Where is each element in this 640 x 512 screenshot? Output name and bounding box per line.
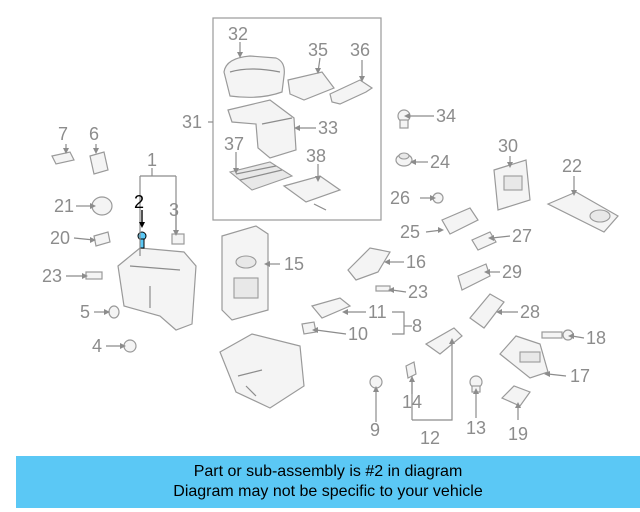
part-12-bracket: [424, 327, 463, 355]
part-1-console-body: [117, 247, 197, 331]
part-6-pad: [89, 151, 109, 175]
callout-28: 28: [520, 302, 540, 322]
callout-19: 19: [508, 424, 528, 444]
part-17-bracket: [499, 335, 549, 379]
part-32-armrest-lid: [223, 55, 285, 98]
callout-21: 21: [54, 196, 74, 216]
callout-labels: 1 2 3 4 5 6 7 8 9 10 11 12 13 14 15 16 1…: [42, 24, 606, 448]
part-24-grommet: [395, 152, 413, 167]
parts-diagram: 1 2 3 4 5 6 7 8 9 10 11 12 13 14 15 16 1…: [42, 17, 619, 448]
callout-9: 9: [370, 420, 380, 440]
part-3-clip: [171, 233, 185, 245]
part-37-tray: [228, 161, 294, 191]
part-34-clip: [397, 109, 411, 129]
callout-36: 36: [350, 40, 370, 60]
callout-16: 16: [406, 252, 426, 272]
callout-17: 17: [570, 366, 590, 386]
callout-26: 26: [390, 188, 410, 208]
subassembly-box-31: [212, 17, 382, 221]
callout-25: 25: [400, 222, 420, 242]
part-29-plate: [457, 263, 491, 291]
part-5-washer: [108, 305, 120, 319]
part-19-plate: [500, 385, 531, 407]
callout-32: 32: [228, 24, 248, 44]
callout-23a: 23: [42, 266, 62, 286]
part-caption-banner: Part or sub-assembly is #2 in diagram Di…: [16, 456, 640, 508]
callout-20: 20: [50, 228, 70, 248]
callout-6: 6: [89, 124, 99, 144]
part-8-console: [219, 333, 305, 409]
callout-24: 24: [430, 152, 450, 172]
callout-7: 7: [58, 124, 68, 144]
callout-11: 11: [368, 302, 387, 322]
callout-38: 38: [306, 146, 326, 166]
callout-30: 30: [498, 136, 518, 156]
callout-2-highlighted[interactable]: 2: [134, 192, 144, 212]
callout-35: 35: [308, 40, 328, 60]
part-20-clip: [93, 231, 111, 247]
part-22-tray: [546, 191, 619, 233]
caption-line-1: Part or sub-assembly is #2 in diagram: [193, 463, 463, 480]
callout-8: 8: [412, 316, 422, 336]
callout-33: 33: [318, 118, 338, 138]
callout-31: 31: [182, 112, 202, 132]
callout-14: 14: [402, 392, 422, 412]
part-15-bezel: [221, 225, 269, 321]
callout-15: 15: [284, 254, 304, 274]
callout-23b: 23: [408, 282, 428, 302]
callout-4: 4: [92, 336, 102, 356]
callout-34: 34: [436, 106, 456, 126]
callout-22: 22: [562, 156, 582, 176]
part-7-pad: [51, 151, 75, 165]
part-28-plate: [469, 293, 505, 329]
callout-10: 10: [348, 324, 368, 344]
part-14-clip: [405, 361, 417, 379]
part-36-latch: [329, 79, 374, 105]
part-11-mat: [310, 297, 352, 319]
callout-13: 13: [466, 418, 486, 438]
part-33-armrest-base: [227, 99, 297, 159]
part-38-mat: [282, 175, 342, 211]
callout-3: 3: [169, 200, 179, 220]
callout-18: 18: [586, 328, 606, 348]
part-18-pin: [541, 329, 574, 341]
callout-37: 37: [224, 134, 244, 154]
callout-5: 5: [80, 302, 90, 322]
part-23a-screw: [85, 271, 103, 280]
callout-12: 12: [420, 428, 440, 448]
callout-1: 1: [147, 150, 157, 170]
part-30-panel: [493, 159, 531, 211]
part-2-fastener: [137, 231, 147, 249]
callout-29: 29: [502, 262, 522, 282]
part-16-handle: [347, 247, 391, 281]
callout-27: 27: [512, 226, 532, 246]
part-27-clip: [471, 231, 497, 251]
part-25-cup-holder: [441, 207, 479, 235]
part-35-bracket: [287, 71, 335, 101]
caption-line-2: Diagram may not be specific to your vehi…: [173, 483, 483, 500]
part-23b-screw: [375, 285, 391, 292]
part-10-plate: [301, 321, 317, 335]
